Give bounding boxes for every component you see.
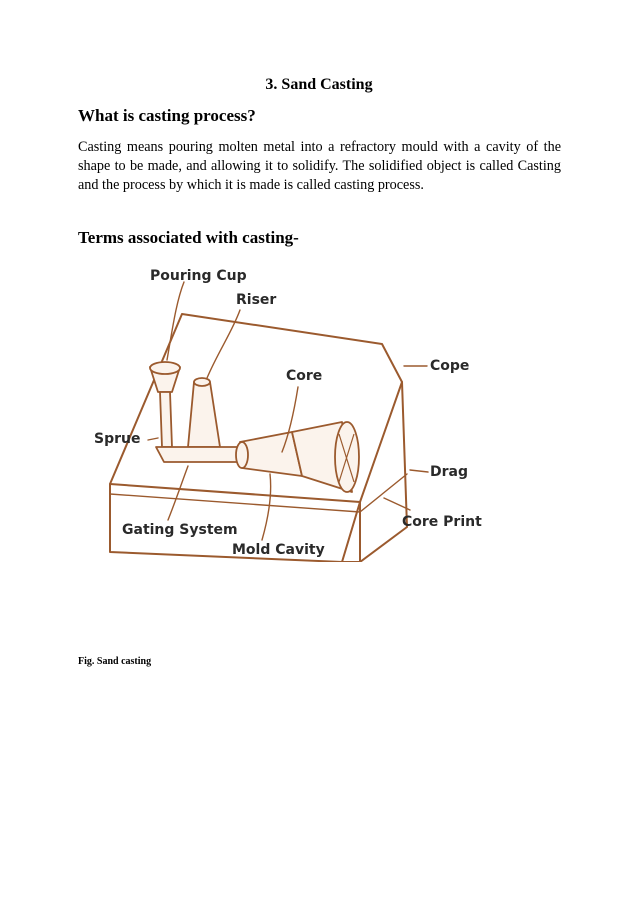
casting-definition-paragraph: Casting means pouring molten metal into … [78, 139, 561, 193]
label-core: Core [286, 368, 322, 384]
sand-casting-diagram: Pouring Cup Riser Core Cope Sprue Drag C… [94, 268, 482, 562]
leader-lines [147, 281, 429, 541]
label-riser: Riser [236, 292, 276, 308]
sand-casting-figure: Pouring Cup Riser Core Cope Sprue Drag C… [92, 262, 482, 562]
label-cope: Cope [430, 358, 469, 374]
riser-shape [187, 381, 221, 448]
mold-front-face [109, 483, 361, 562]
label-gating-system: Gating System [122, 522, 238, 538]
section-heading-casting-process: What is casting process? [78, 106, 256, 125]
parting-line [109, 473, 408, 513]
page-title: 3. Sand Casting [265, 76, 373, 93]
label-drag: Drag [430, 464, 468, 480]
figure-labels: Pouring Cup Riser Core Cope Sprue Drag C… [94, 268, 482, 558]
label-sprue: Sprue [94, 431, 140, 447]
mold-side-face [359, 381, 408, 562]
sprue-shape [159, 391, 173, 448]
figure-caption: Fig. Sand casting [78, 656, 152, 667]
section-heading-terms: Terms associated with casting- [78, 228, 299, 247]
label-core-print: Core Print [402, 514, 482, 530]
label-mold-cavity: Mold Cavity [232, 542, 325, 558]
mold-internals [149, 361, 360, 493]
gating-system-shape [155, 446, 249, 463]
label-pouring-cup: Pouring Cup [150, 268, 247, 284]
